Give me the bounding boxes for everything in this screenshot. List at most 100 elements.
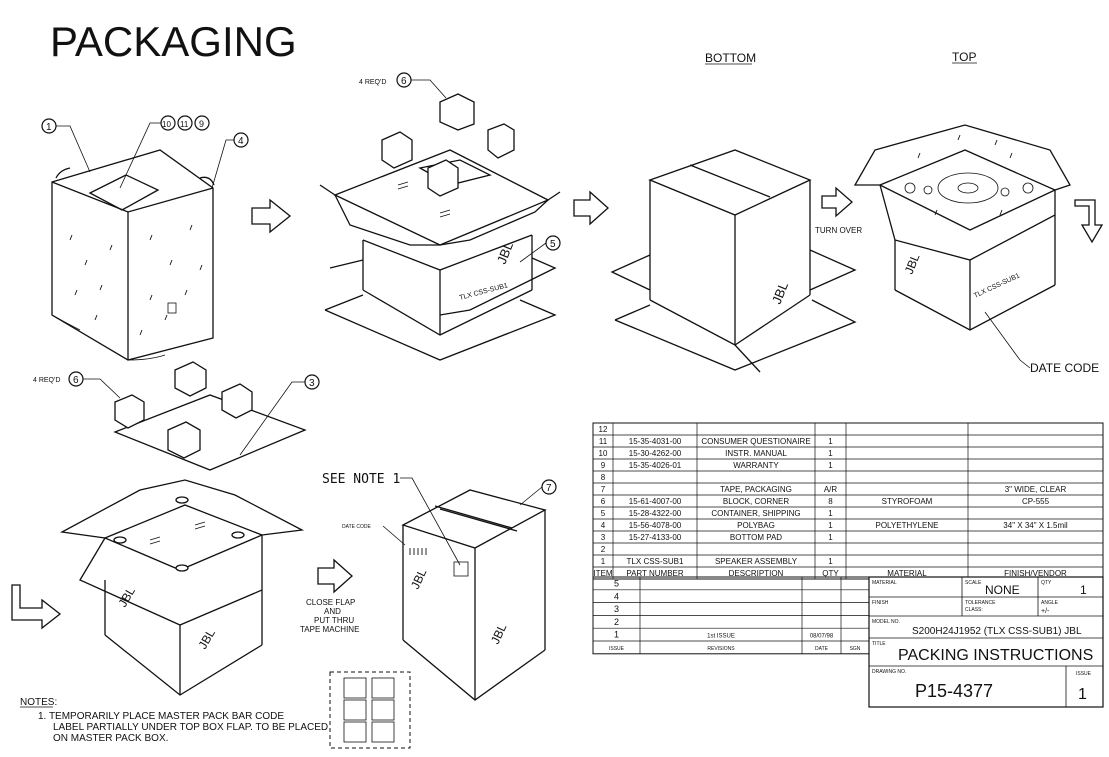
bom-cell: WARRANTY <box>733 461 779 470</box>
qty-value: 1 <box>1080 583 1087 597</box>
bom-cell: A/R <box>824 485 838 494</box>
step3-bottom-view-carton <box>610 149 857 373</box>
callout-10-11-9: 10 11 9 <box>119 115 210 189</box>
svg-text:NOTES:: NOTES: <box>20 697 57 708</box>
revision-cell: 4 <box>614 591 619 601</box>
revision-header-cell: ISSUE <box>609 646 625 652</box>
svg-text:SEE NOTE 1: SEE NOTE 1 <box>322 472 400 487</box>
svg-text:7: 7 <box>546 483 552 494</box>
bom-cell: 8 <box>828 497 833 506</box>
revision-cell: 08/07/98 <box>810 634 834 640</box>
bom-cell: 1 <box>828 437 833 446</box>
bom-header-cell: QTY <box>822 569 839 578</box>
bom-cell: POLYBAG <box>737 521 775 530</box>
bom-cell: 3" WIDE, CLEAR <box>1005 485 1067 494</box>
bom-cell: 15-30-4262-00 <box>629 449 682 458</box>
scale-value: NONE <box>985 583 1020 597</box>
flow-arrow-2 <box>573 190 609 226</box>
revision-header-cell: DATE <box>815 646 829 652</box>
bom-header-cell: PART NUMBER <box>626 569 684 578</box>
drawing-number-label: DRAWING NO. <box>872 669 906 675</box>
bom-cell: STYROFOAM <box>882 497 933 506</box>
step7-closed-taped-carton <box>401 489 547 701</box>
bom-cell: 11 <box>599 437 608 446</box>
flow-arrow-return <box>11 584 62 630</box>
revision-header-cell: REVISIONS <box>707 646 735 652</box>
svg-text:LABEL PARTIALLY UNDER TOP BOX: LABEL PARTIALLY UNDER TOP BOX FLAP. TO B… <box>53 722 328 733</box>
svg-text:10: 10 <box>162 120 171 129</box>
svg-text:5: 5 <box>550 239 556 250</box>
notes-block: NOTES: 1. TEMPORARILY PLACE MASTER PACK … <box>20 697 328 744</box>
bom-cell: 1 <box>601 557 606 566</box>
step1-polybag-speaker <box>51 149 215 361</box>
bom-cell: 8 <box>601 473 606 482</box>
bom-cell: 15-35-4031-00 <box>629 437 682 446</box>
bottom-view-label: BOTTOM <box>705 51 756 65</box>
title-label: TITLE <box>872 641 886 647</box>
bom-cell: 2 <box>601 545 606 554</box>
issue-label: ISSUE <box>1076 671 1092 677</box>
tolerance-label: TOLERANCE <box>965 600 996 606</box>
req-6-upper: 4 REQ'D 6 <box>359 72 447 99</box>
top-view-brand-mark: JBL <box>902 251 923 276</box>
model-value: S200H24J1952 (TLX CSS-SUB1) JBL <box>912 626 1082 637</box>
date-code-small-label: DATE CODE <box>342 524 371 530</box>
flow-arrow-1 <box>251 198 292 234</box>
bom-cell: 7 <box>601 485 606 494</box>
bom-cell: 1 <box>828 509 833 518</box>
material-label: MATERIAL <box>872 580 897 586</box>
svg-text:4 REQ'D: 4 REQ'D <box>33 377 60 384</box>
svg-text:11: 11 <box>180 120 189 129</box>
bom-cell: CP-555 <box>1022 497 1050 506</box>
bom-cell: SPEAKER ASSEMBLY <box>715 557 798 566</box>
master-pack-layout <box>329 671 411 749</box>
bom-cell: 3 <box>601 533 606 542</box>
flow-arrow-3 <box>317 558 353 594</box>
svg-text:DATE CODE: DATE CODE <box>1030 361 1099 375</box>
bom-cell: 15-61-4007-00 <box>629 497 682 506</box>
svg-text:3: 3 <box>309 378 315 389</box>
svg-text:1. TEMPORARILY PLACE MASTER P: 1. TEMPORARILY PLACE MASTER PACK BAR COD… <box>38 711 284 722</box>
class-label: CLASS: <box>965 607 983 613</box>
svg-text:6: 6 <box>401 76 407 87</box>
bom-cell: CONTAINER, SHIPPING <box>711 509 800 518</box>
bom-cell: TLX CSS-SUB1 <box>627 557 684 566</box>
step6-brand-mark: JBL <box>115 584 138 609</box>
step7-brand-mark-2: JBL <box>488 621 510 646</box>
req-6-lower: 4 REQ'D 6 <box>33 371 121 399</box>
revision-cell: 5 <box>614 579 619 589</box>
step6-open-carton-speaker <box>59 479 305 696</box>
title-value: PACKING INSTRUCTIONS <box>898 647 1093 664</box>
flow-arrow-down-right <box>1074 199 1104 244</box>
callout-3: 3 <box>239 374 320 456</box>
svg-text:AND: AND <box>324 607 341 616</box>
bom-cell: INSTR. MANUAL <box>725 449 787 458</box>
step4-top-view-carton <box>853 124 1071 331</box>
svg-text:9: 9 <box>199 119 204 129</box>
callout-5: 5 <box>519 235 561 263</box>
callout-4: 4 <box>211 132 249 189</box>
date-code-callout: DATE CODE <box>984 311 1099 375</box>
bom-cell: 15-35-4026-01 <box>629 461 682 470</box>
bom-header-cell: MATERIAL <box>887 569 927 578</box>
bom-header-cell: ITEM <box>593 569 612 578</box>
bom-cell: 1 <box>828 461 833 470</box>
turn-over-arrow <box>821 186 853 218</box>
bom-cell: 15-56-4078-00 <box>629 521 682 530</box>
issue-value: 1 <box>1078 686 1087 703</box>
drawing-number-value: P15-4377 <box>915 681 993 701</box>
bom-cell: 1 <box>828 449 833 458</box>
box-brand-mark: JBL <box>494 240 516 266</box>
svg-text:ON MASTER PACK BOX.: ON MASTER PACK BOX. <box>53 733 168 744</box>
bom-cell: 4 <box>601 521 606 530</box>
callout-1: 1 <box>41 118 91 173</box>
box-model-mark: TLX CSS-SUB1 <box>459 282 509 302</box>
bom-cell: 5 <box>601 509 606 518</box>
model-label: MODEL NO. <box>872 619 900 625</box>
top-view-label: TOP <box>952 50 976 64</box>
top-view-model-mark: TLX CSS-SUB1 <box>973 272 1021 299</box>
bom-cell: 12 <box>599 425 608 434</box>
